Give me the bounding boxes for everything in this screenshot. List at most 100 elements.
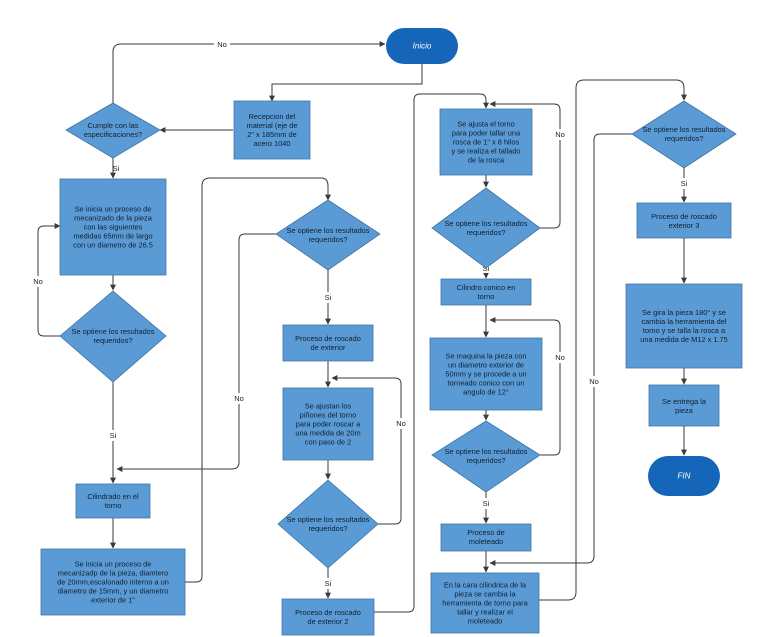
process-mecanizado-1 (59, 178, 167, 276)
process-roscado-exterior (282, 324, 374, 362)
edge-label-si: Si (325, 293, 332, 302)
edge-mec2-dec2 (185, 177, 331, 583)
node-text-line: Se ajusta el torno (457, 120, 515, 129)
decision-2 (275, 199, 381, 271)
node-text-line: Se maquina la pieza con (446, 352, 527, 361)
node-text-line: requeridos? (308, 235, 347, 244)
edge-inicio-recepcion (269, 64, 423, 102)
decision-1 (59, 290, 167, 383)
node-text-line: requeridos? (664, 134, 703, 143)
node-text-line: Proceso de roscado (295, 334, 361, 343)
node-text-line: especificaciones? (84, 130, 142, 139)
decision-6 (631, 100, 737, 169)
edge-dec3-no (331, 375, 402, 525)
edge-label-si: Si (110, 431, 117, 440)
node-text-line: Se ajustan los (305, 402, 352, 411)
node-text-line: requeridos? (466, 228, 505, 237)
edge-dec5-no (489, 317, 561, 456)
edge-label-si: Si (113, 164, 120, 173)
process-pinones (282, 387, 374, 461)
end-terminal (648, 456, 720, 496)
process-maquina-pieza (429, 337, 543, 411)
node-text-line: tallar y realizar el (457, 608, 513, 617)
node-text-line: material (eje de (247, 121, 298, 130)
node-text-line: para poder tallar una (452, 129, 521, 138)
node-text-line: una medida de 20m (295, 429, 360, 438)
node-text-line: Cilindrado en el (87, 492, 139, 501)
edge-label-si: Si (681, 179, 688, 188)
node-text-line: moleteado (468, 617, 503, 626)
node-text-line: Proceso de roscado (295, 608, 361, 617)
edge-dec4-no (489, 101, 561, 229)
node-text-line: acero 1040 (254, 139, 291, 148)
node-text-line: Se optiene los resultados (287, 226, 370, 235)
node-text-line: herramienta de torno para (442, 599, 528, 608)
edge-cumple-no (112, 41, 386, 103)
edge-label-si: Si (325, 579, 332, 588)
node-text-line: Se optiene los resultados (287, 515, 370, 524)
edges (37, 41, 687, 613)
node-text-line: con las siguientes (84, 223, 143, 232)
process-gira-pieza (625, 283, 743, 369)
process-cilindro-conico (440, 278, 532, 306)
node-text-line: FIN (678, 472, 691, 481)
node-text-line: torno (478, 292, 495, 301)
node-text-line: 2" x 185mm de (247, 130, 296, 139)
process-moleteado (440, 523, 532, 552)
node-text-line: rosca de 1" x 8 hilos (453, 138, 520, 147)
node-text-line: piñones del torno (300, 411, 357, 420)
process-roscado-exterior-2 (281, 598, 375, 636)
node-text-line: 50mm y se procede a un (445, 370, 526, 379)
edge-label-si: Si (483, 264, 490, 273)
edge-cara-dec6 (539, 79, 687, 601)
node-text-line: pieza se cambia la (454, 590, 516, 599)
node-text-line: Se optiene los resultados (445, 447, 528, 456)
node-text-line: cambia la herramienta del (641, 317, 726, 326)
start-terminal (386, 28, 458, 64)
node-text-line: moleteado (469, 537, 504, 546)
node-text-line: requeridos? (466, 456, 505, 465)
node-text-line: torno (105, 501, 122, 510)
process-mecanizado-2 (40, 548, 186, 616)
decision-cumple (65, 102, 161, 159)
node-text-line: para poder roscar a (296, 420, 361, 429)
node-text-line: mecanizadp de la pieza, diamtero (58, 569, 169, 578)
node-text-line: requeridos? (93, 336, 132, 345)
node-text-line: Proceso de roscado (651, 212, 717, 221)
node-text-line: Se entrega la (662, 397, 707, 406)
decision-4 (431, 187, 541, 269)
node-text-line: de la rosca (468, 156, 505, 165)
node-text-line: de 20mm,escalonado interno a un (57, 578, 169, 587)
node-text-line: Cumple con las (88, 121, 139, 130)
node-text-line: Proceso de (467, 528, 504, 537)
process-recepcion (233, 100, 311, 160)
node-text-line: exterior 3 (669, 221, 700, 230)
edge-label-no: No (396, 419, 406, 428)
node-text-line: pieza (675, 406, 694, 415)
edge-labels: No Si No Si No Si No Si No Si No Si No S… (30, 38, 692, 589)
edge-rosc2-ajusta (374, 93, 489, 613)
node-text-line: Se gira la pieza 180° y se (642, 308, 726, 317)
edge-dec6-no (489, 133, 640, 566)
edge-label-no: No (555, 130, 565, 139)
node-text-line: Recepcion del (249, 112, 296, 121)
node-text-line: una medida de M12 x 1.75 (640, 335, 728, 344)
